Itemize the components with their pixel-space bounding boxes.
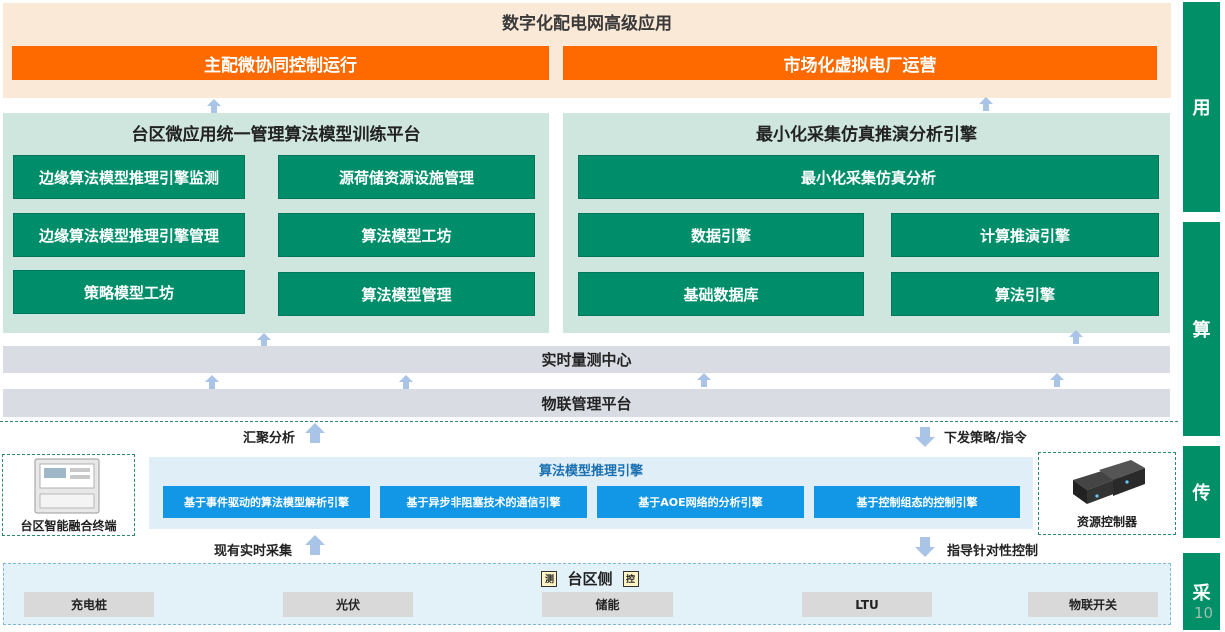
page-number: 10 [1194, 604, 1214, 622]
compute-engine-box[interactable]: 计算推演引擎 [891, 213, 1159, 257]
control-tag: 控 [622, 570, 639, 587]
measure-tag: 测 [541, 570, 558, 587]
side-label-transport: 传 [1183, 446, 1220, 538]
arrow-up-icon [207, 99, 221, 113]
arrow-up-icon [697, 373, 711, 387]
config-control-engine-box[interactable]: 基于控制组态的控制引擎 [814, 486, 1020, 518]
terminal-label: 台区智能融合终端 [20, 519, 117, 533]
inference-engine-title: 算法模型推理引擎 [538, 464, 643, 479]
aoe-analysis-engine-box[interactable]: 基于AOE网络的分析引擎 [597, 486, 804, 518]
side-label-collect: 采 [1183, 553, 1220, 630]
photovoltaic-item[interactable]: 光伏 [283, 592, 413, 617]
divider [0, 421, 1178, 422]
strategy-workshop-box[interactable]: 策略模型工坊 [13, 270, 245, 314]
dispatch-label: 下发策略/指令 [944, 431, 1027, 446]
arrow-down-icon [915, 427, 935, 447]
arrow-up-icon [305, 535, 325, 555]
arrow-up-icon [257, 333, 271, 347]
collect-title: 台区侧 [567, 570, 613, 588]
arrow-up-icon [1050, 373, 1064, 387]
algorithm-manage-box[interactable]: 算法模型管理 [278, 272, 535, 316]
realtime-measure-center[interactable]: 实时量测中心 [3, 346, 1170, 373]
side-label-compute: 算 [1183, 222, 1220, 436]
min-collect-sim-box[interactable]: 最小化采集仿真分析 [578, 155, 1159, 199]
arrow-up-icon [305, 423, 325, 443]
edge-engine-monitor-box[interactable]: 边缘算法模型推理引擎监测 [13, 155, 245, 199]
iot-switch-item[interactable]: 物联开关 [1028, 592, 1158, 617]
left-panel-title: 台区微应用统一管理算法模型训练平台 [131, 125, 421, 145]
storage-item[interactable]: 储能 [542, 592, 673, 617]
algorithm-engine-box[interactable]: 算法引擎 [891, 272, 1159, 316]
iot-management-platform[interactable]: 物联管理平台 [3, 389, 1170, 417]
arrow-up-icon [205, 375, 219, 389]
main-dist-micro-control-bar[interactable]: 主配微协同控制运行 [12, 46, 549, 80]
data-engine-box[interactable]: 数据引擎 [578, 213, 864, 257]
app-layer-title: 数字化配电网高级应用 [502, 14, 672, 34]
async-comm-engine-box[interactable]: 基于异步非阻塞技术的通信引擎 [380, 486, 587, 518]
base-database-box[interactable]: 基础数据库 [578, 272, 864, 316]
arrow-up-icon [1069, 330, 1083, 344]
aggregate-label: 汇聚分析 [243, 431, 296, 446]
edge-engine-manage-box[interactable]: 边缘算法模型推理引擎管理 [13, 213, 245, 257]
existing-collect-label: 现有实时采集 [214, 544, 293, 559]
event-driven-engine-box[interactable]: 基于事件驱动的算法模型解析引擎 [163, 486, 370, 518]
ltu-item[interactable]: LTU [802, 592, 932, 617]
controller-box [1038, 452, 1176, 535]
resource-controller-icon [1073, 460, 1145, 504]
fusion-terminal-icon [34, 458, 100, 514]
right-panel-title: 最小化采集仿真推演分析引擎 [756, 125, 977, 145]
virtual-power-plant-bar[interactable]: 市场化虚拟电厂运营 [563, 46, 1157, 80]
arrow-up-icon [399, 375, 413, 389]
controller-label: 资源控制器 [1076, 515, 1137, 529]
source-load-storage-box[interactable]: 源荷储资源设施管理 [278, 155, 535, 199]
side-label-app: 用 [1183, 2, 1220, 212]
arrow-up-icon [979, 97, 993, 111]
guide-control-label: 指导针对性控制 [947, 544, 1039, 559]
algorithm-workshop-box[interactable]: 算法模型工坊 [278, 213, 535, 257]
terminal-box [2, 454, 135, 536]
arrow-down-icon [915, 537, 935, 557]
charging-pile-item[interactable]: 充电桩 [24, 592, 154, 617]
collect-title-row: 测 台区侧 控 [520, 568, 660, 589]
